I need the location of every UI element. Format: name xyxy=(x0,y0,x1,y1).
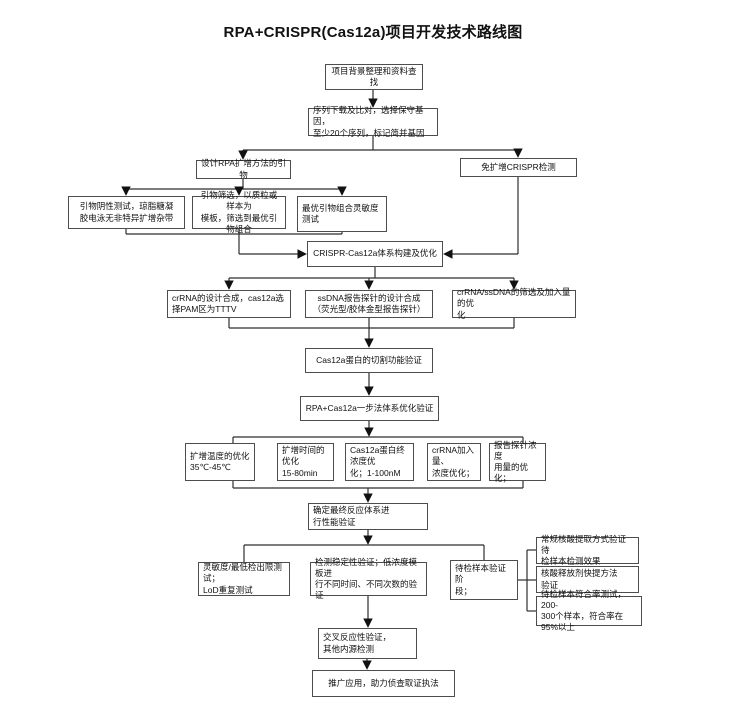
node-probe-amount: 报告探针浓度 用量的优化； xyxy=(489,440,546,483)
node-primer-screening: 引物筛选，以质粒或样本为 模板，筛选到最优引物组合 xyxy=(192,190,286,234)
node-protein-concentration: Cas12a蛋白终浓度优 化；1-100nM xyxy=(345,443,414,481)
node-temperature-optimization: 扩增温度的优化 35℃-45℃ xyxy=(185,443,255,481)
node-stability-validation: 检测稳定性验证；低浓度模板进 行不同时间、不同次数的验证 xyxy=(310,557,427,600)
node-cleavage-validation: Cas12a蛋白的切割功能验证 xyxy=(305,348,433,373)
node-primer-negative-test: 引物阴性测试，琼脂糖凝 胶电泳无非特异扩增杂带 xyxy=(68,196,185,229)
node-crispr-system-build: CRISPR-Cas12a体系构建及优化 xyxy=(307,241,443,267)
node-sample-validation: 待检样本验证阶 段； xyxy=(450,560,518,600)
node-cross-reactivity: 交叉反应性验证， 其他内源检测 xyxy=(318,628,417,659)
node-final-system: 确定最终反应体系进 行性能验证 xyxy=(308,503,428,530)
node-promotion: 推广应用，助力侦查取证执法 xyxy=(312,670,455,697)
node-ssdna-probe-design: ssDNA报告探针的设计合成 （荧光型/胶体金型报告探针） xyxy=(305,290,433,318)
node-design-rpa-primers: 设计RPA扩增方法的引物 xyxy=(196,158,291,180)
node-time-optimization: 扩增时间的优化 15-80min xyxy=(277,443,334,481)
node-crrna-design: crRNA的设计合成，cas12a选 择PAM区为TTTV xyxy=(167,290,291,318)
node-sensitivity-lod: 灵敏度/最低检出限测试； LoD重复测试 xyxy=(198,562,290,596)
page-title: RPA+CRISPR(Cas12a)项目开发技术路线图 xyxy=(223,24,523,41)
node-primer-sensitivity: 最优引物组合灵敏度 测试 xyxy=(297,196,387,232)
node-crrna-ssdna-screening: crRNA/ssDNA的筛选及加入量的优 化 xyxy=(452,287,576,320)
node-standard-extraction: 常规核酸提取方式验证待 检样本检测效果 xyxy=(536,534,639,566)
node-project-background: 项目背景整理和资料查找 xyxy=(325,64,423,90)
node-sequence-download: 序列下载及比对，选择保守基因， 至少20个序列，标记简并基因 xyxy=(308,105,438,138)
node-crrna-amount: crRNA加入量、 浓度优化； xyxy=(427,443,481,481)
node-quick-release: 核酸释放剂快提方法 验证 xyxy=(536,566,639,593)
flow-lines xyxy=(121,90,536,670)
node-amplification-free-crispr: 免扩增CRISPR检测 xyxy=(460,158,577,177)
node-one-step-system: RPA+Cas12a一步法体系优化验证 xyxy=(300,396,439,421)
node-coincidence-rate: 待检样本符合率测试，200- 300个样本，符合率在95%以上 xyxy=(536,589,642,632)
